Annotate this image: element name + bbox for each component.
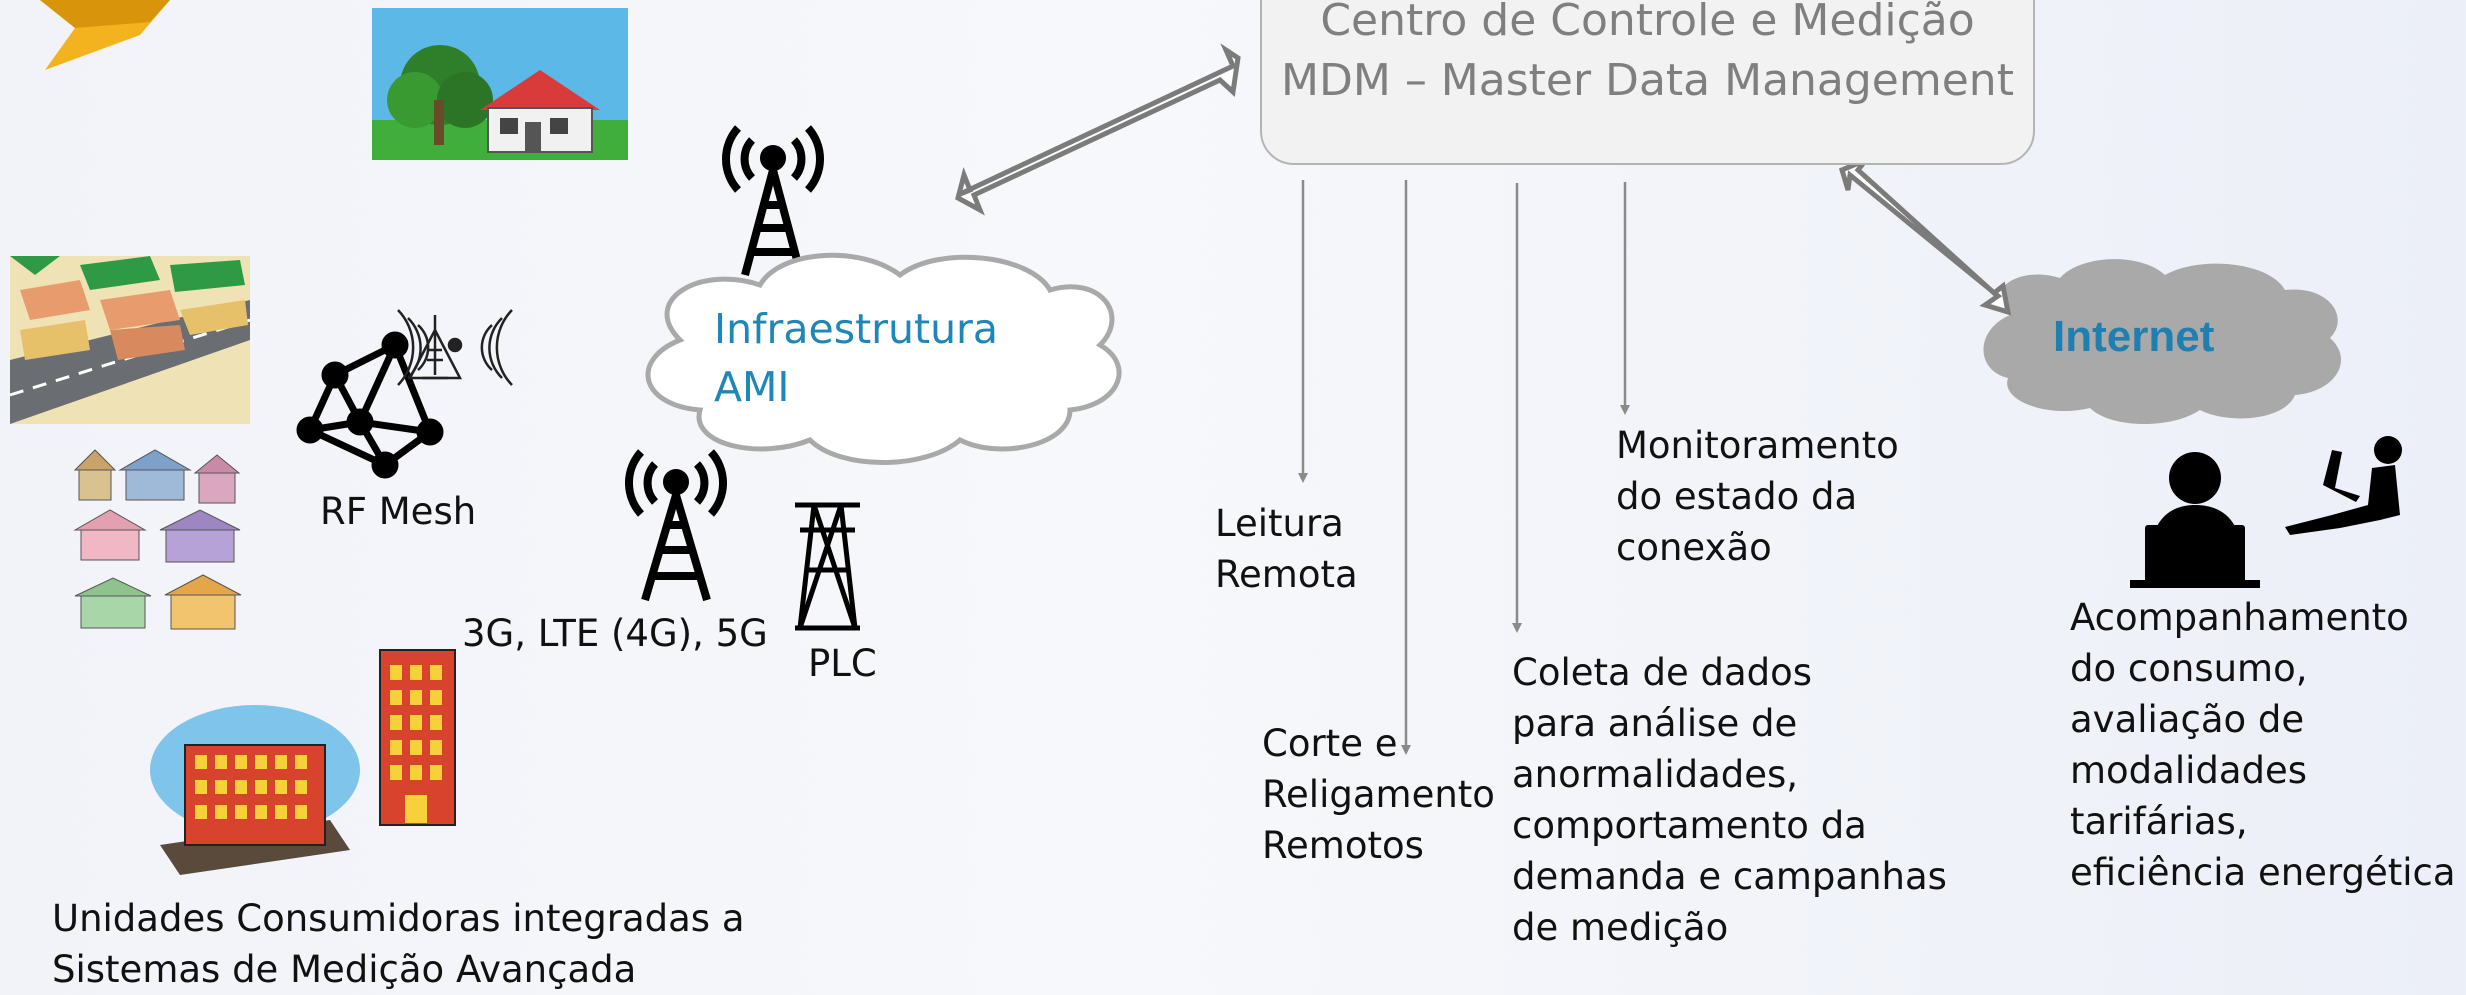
power-pylon-icon	[795, 502, 860, 631]
cellular-label: 3G, LTE (4G), 5G	[462, 612, 768, 655]
internet-label: Internet	[2053, 312, 2215, 361]
mdm-title-line2: MDM – Master Data Management	[1281, 55, 2014, 106]
rf-mesh-antenna-icon	[397, 309, 513, 386]
cell-tower-icon	[625, 449, 727, 602]
house-tree-image	[372, 8, 628, 160]
internet-cloud	[1983, 259, 2342, 425]
consumers-label: Unidades Consumidoras integradas a Siste…	[52, 897, 745, 991]
mdm-control-center-box: Centro de Controle e Medição MDM – Maste…	[1260, 0, 2035, 165]
function-remote-reading: Leitura Remota	[1215, 502, 1358, 596]
function-connection-monitoring: Monitoramento do estado da conexão	[1616, 424, 1899, 569]
internet-mdm-double-arrow	[1838, 157, 2012, 316]
ami-mdm-double-arrow	[955, 43, 1241, 216]
function-arrows	[1298, 180, 1630, 755]
cell-tower-top-icon	[722, 125, 824, 277]
function-remote-cut-reconnect: Corte e Religamento Remotos	[1262, 722, 1495, 867]
logo-icon	[40, 0, 170, 70]
rf-mesh-icon	[296, 331, 444, 479]
function-data-collection: Coleta de dados para análise de anormali…	[1512, 651, 1947, 949]
houses-icon	[73, 449, 242, 630]
consumer-services-text: Acompanhamento do consumo, avaliação de …	[2070, 596, 2456, 894]
ami-cloud	[645, 252, 1122, 465]
ami-label-line2: AMI	[714, 363, 790, 411]
ami-label-line1: Infraestrutura	[714, 305, 999, 353]
plc-label: PLC	[808, 642, 877, 685]
rf-mesh-label: RF Mesh	[320, 490, 477, 533]
mdm-title-line1: Centro de Controle e Medição	[1320, 0, 1975, 46]
person-laptop-icon	[2285, 436, 2402, 535]
user-laptop-icon	[2130, 452, 2260, 588]
neighborhood-image	[9, 256, 251, 424]
buildings-image	[150, 649, 456, 875]
ami-label: Infraestrutura AMI	[714, 300, 998, 416]
